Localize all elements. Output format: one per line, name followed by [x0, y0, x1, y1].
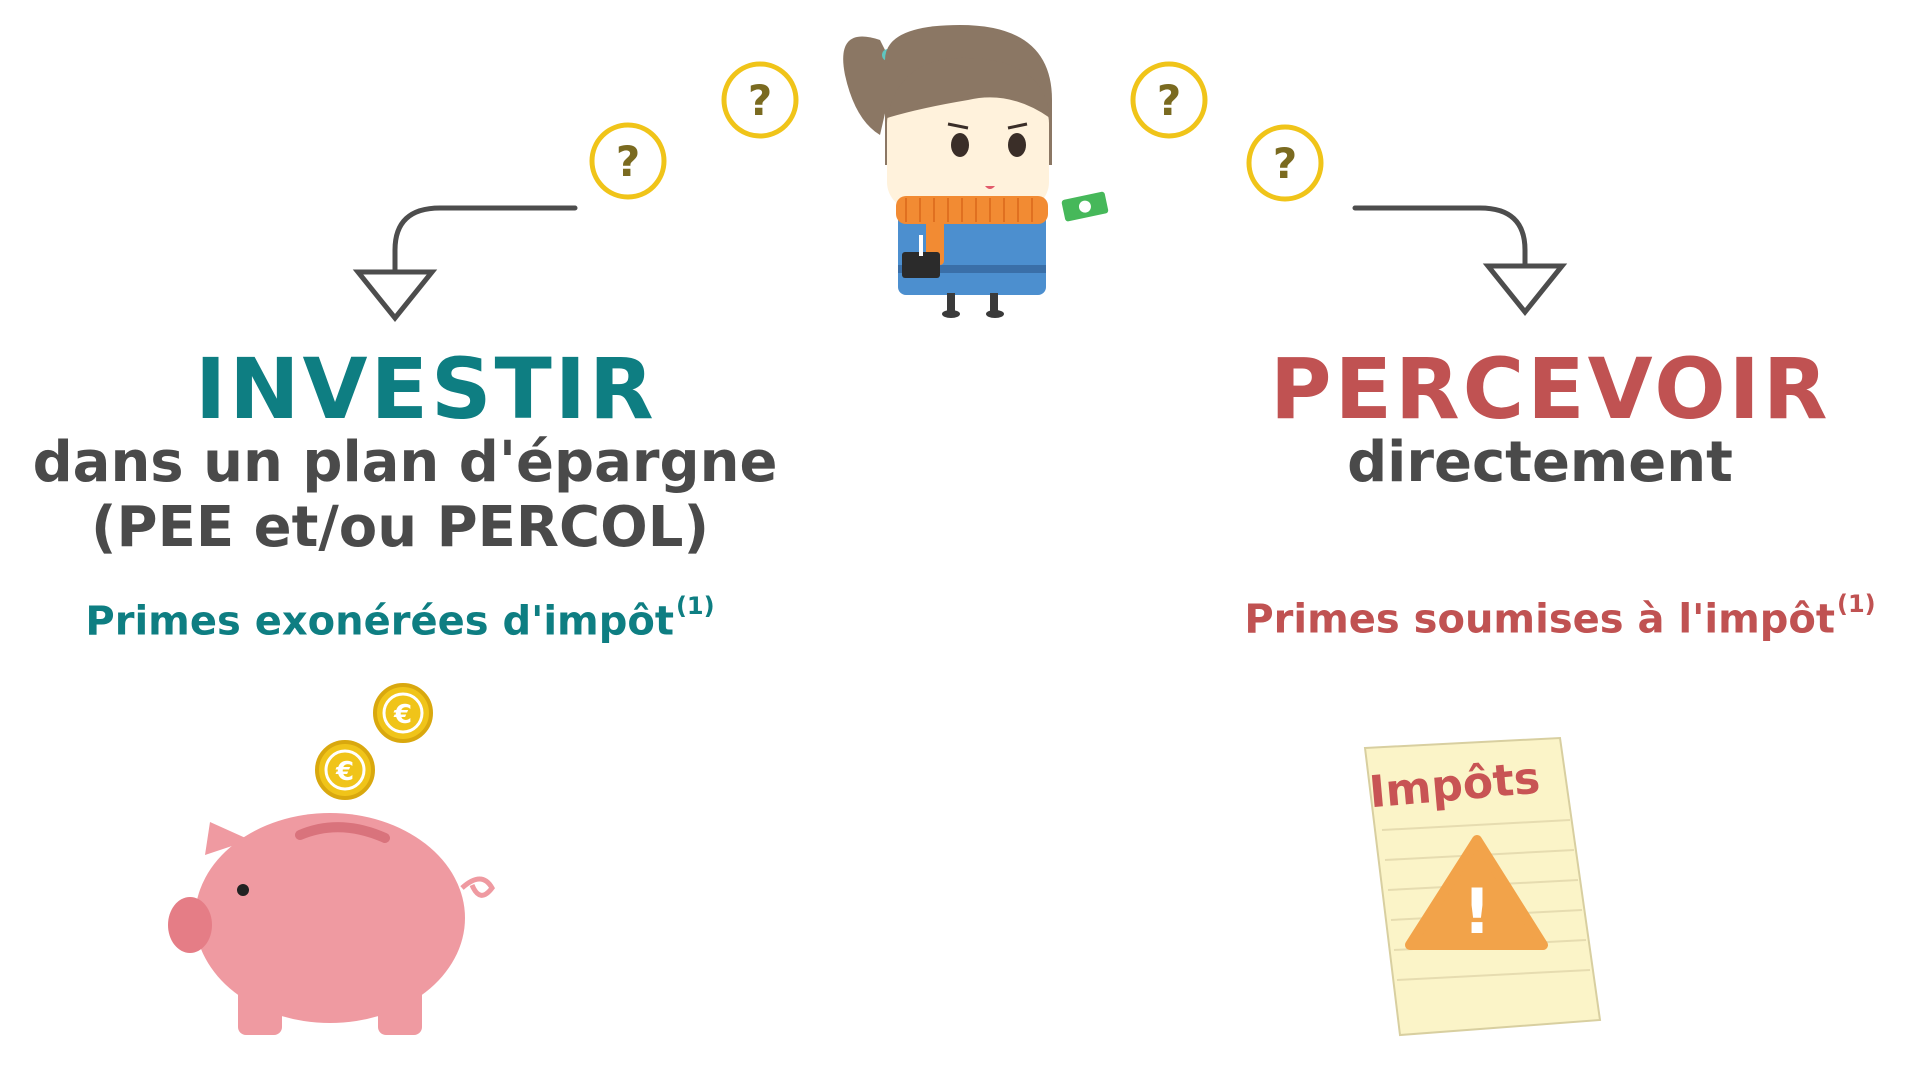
right-note-text: Primes soumises à l'impôt	[1244, 596, 1835, 643]
left-subtitle-line1: dans un plan d'épargne	[32, 430, 778, 495]
question-bubble-4: ?	[1246, 124, 1324, 202]
question-bubble-1: ?	[721, 61, 799, 139]
left-arrow	[352, 205, 578, 322]
left-note: Primes exonérées d'impôt(1)	[70, 592, 730, 644]
question-bubble-2: ?	[589, 122, 667, 200]
svg-text:€: €	[335, 757, 354, 787]
svg-text:?: ?	[1157, 76, 1181, 125]
left-note-footnote: (1)	[675, 592, 715, 620]
right-note-footnote: (1)	[1836, 590, 1876, 618]
woman-holding-money-icon	[843, 25, 1109, 318]
svg-text:?: ?	[748, 76, 772, 125]
piggy-bank-icon	[168, 813, 495, 1035]
svg-text:!: !	[1463, 875, 1491, 948]
svg-text:?: ?	[1273, 139, 1297, 188]
left-subtitle-line2: (PEE et/ou PERCOL)	[90, 495, 710, 560]
right-arrow	[1352, 205, 1568, 316]
right-title: PERCEVOIR	[1270, 340, 1831, 438]
right-subtitle-line1: directement	[1347, 430, 1733, 495]
svg-text:€: €	[393, 700, 412, 730]
left-note-text: Primes exonérées d'impôt	[85, 598, 674, 645]
left-title: INVESTIR	[195, 340, 657, 438]
question-bubble-3: ?	[1130, 61, 1208, 139]
right-note: Primes soumises à l'impôt(1)	[1215, 590, 1905, 642]
coin-2: €	[315, 740, 375, 800]
coin-1: €	[373, 683, 433, 743]
tax-notice-icon: Impôts !	[1363, 736, 1602, 1037]
svg-text:?: ?	[616, 137, 640, 186]
